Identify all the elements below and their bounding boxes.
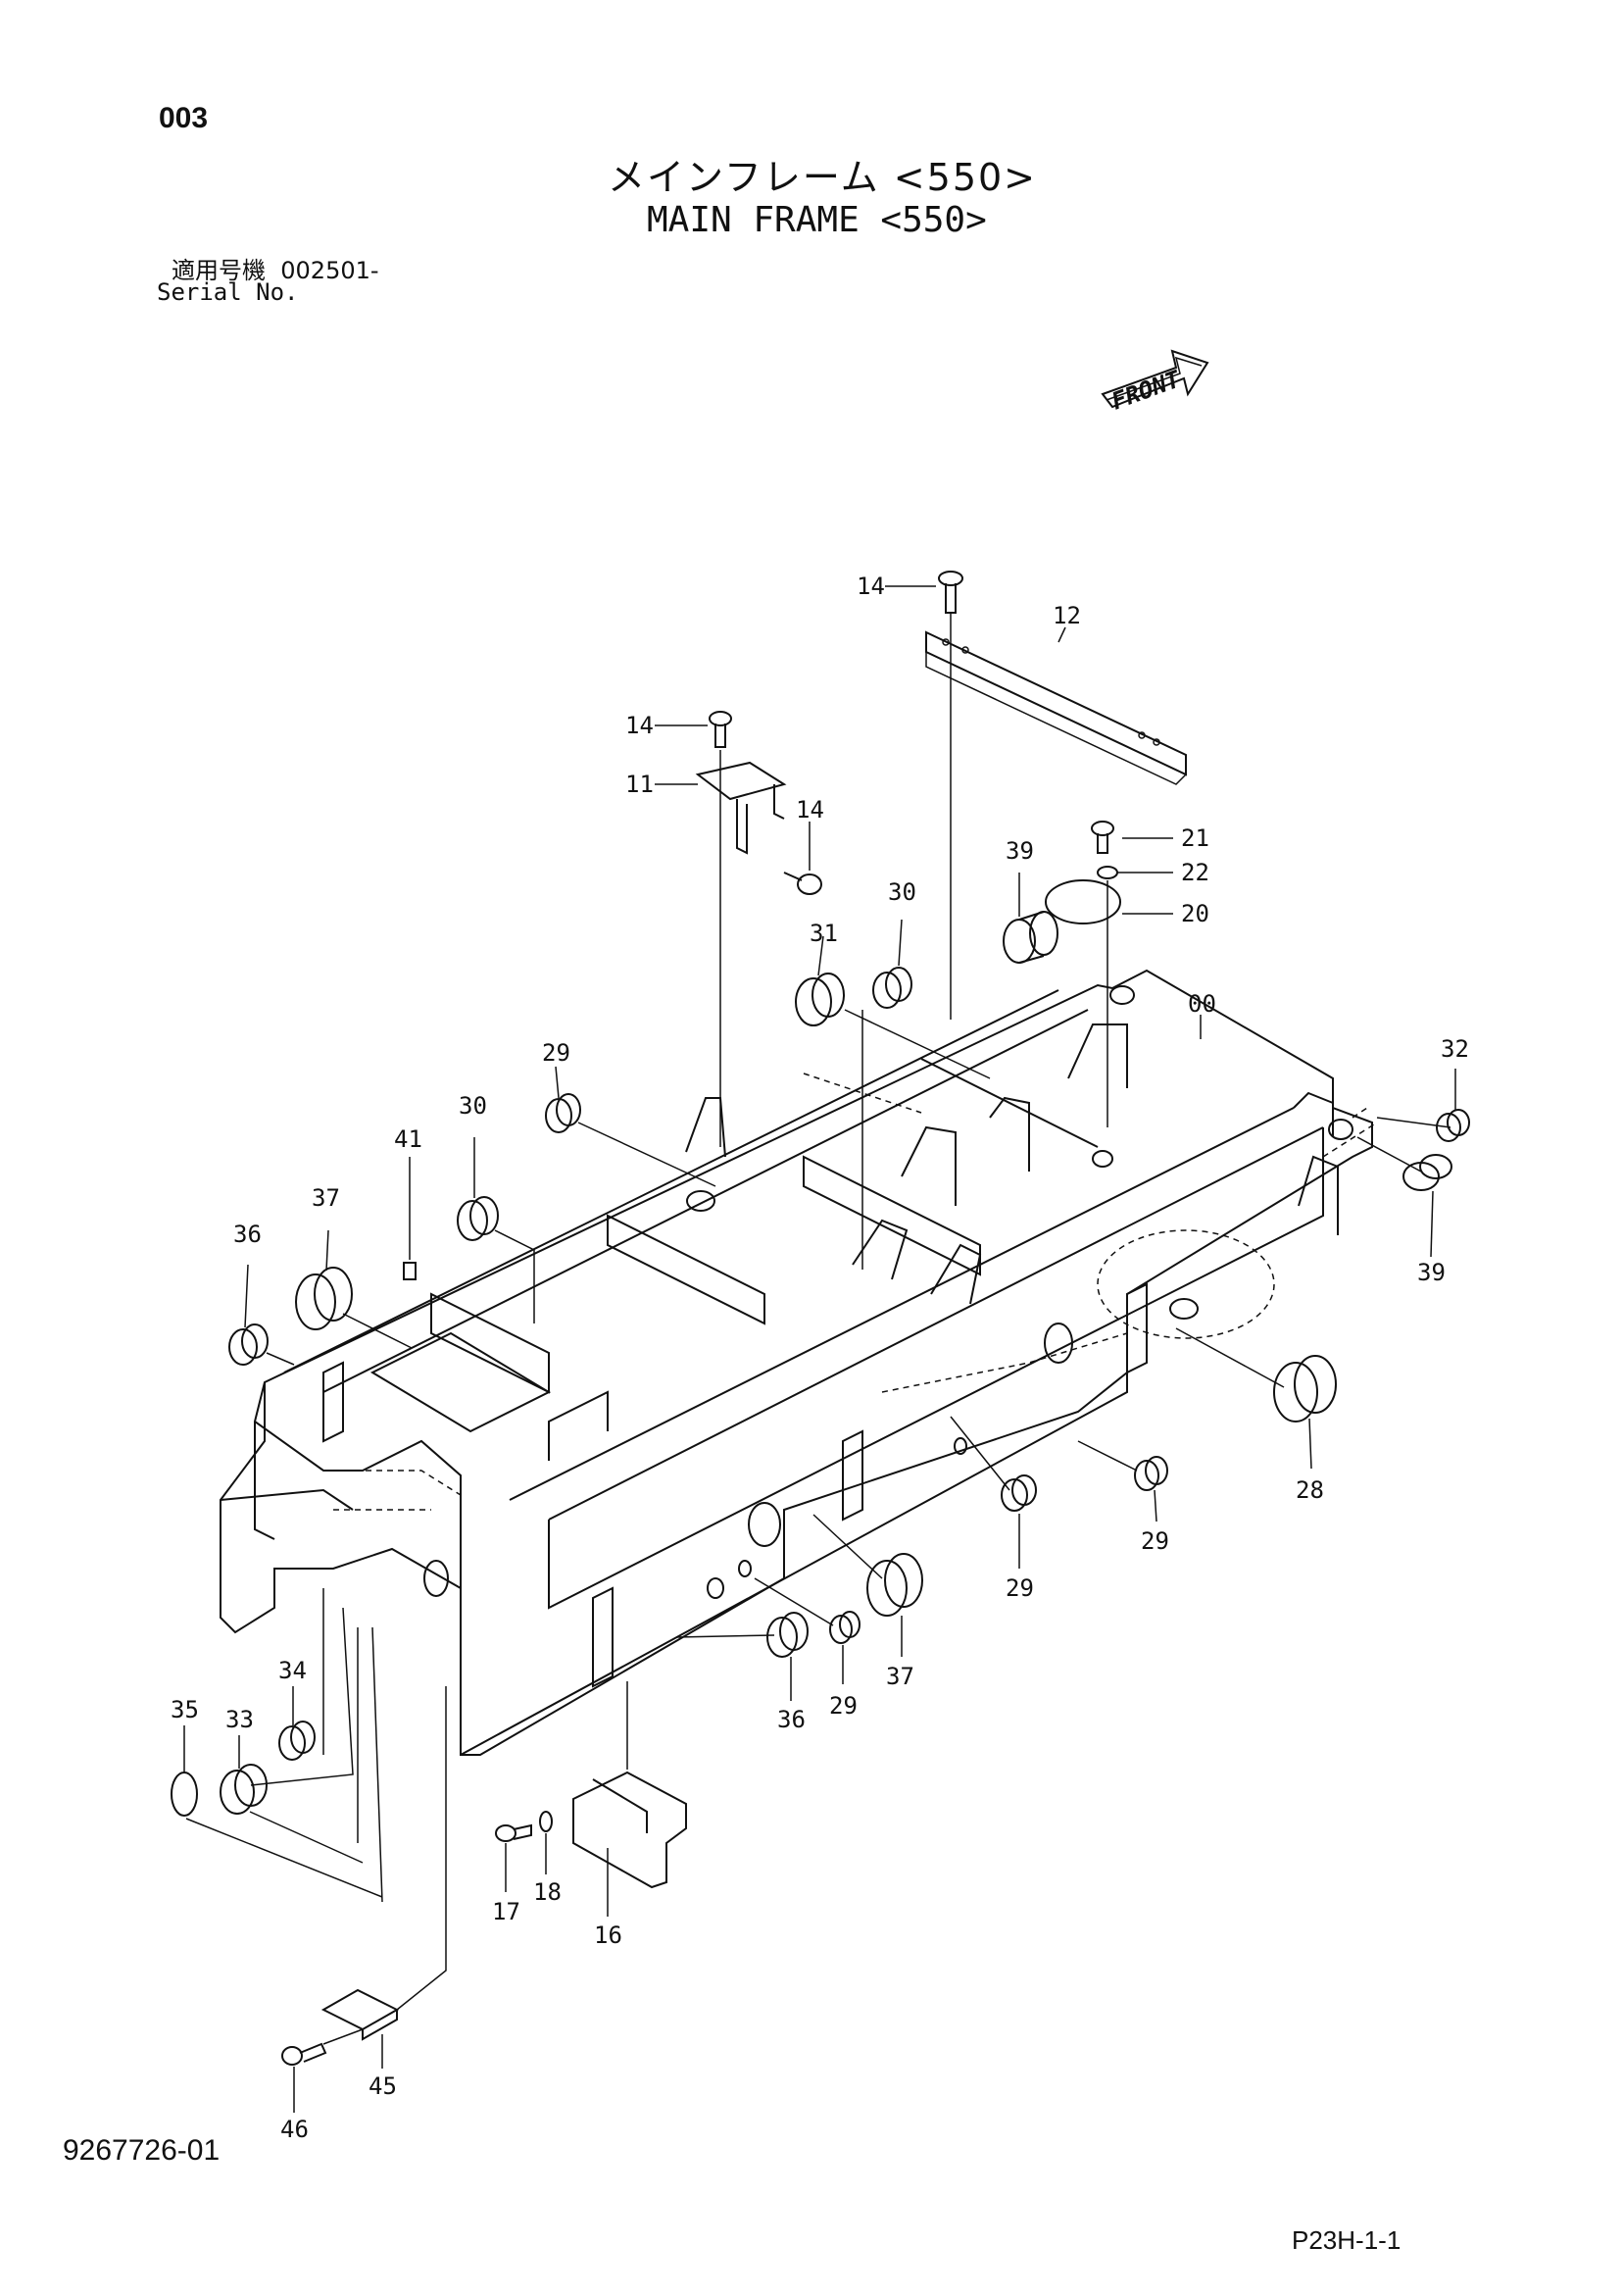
label-part-12: 12 [1053, 602, 1081, 629]
label-part-32: 32 [1441, 1035, 1469, 1063]
part-46-bolt [281, 2042, 327, 2066]
label-part-18: 18 [533, 1878, 562, 1906]
serial-label-japanese: 適用号機 [172, 257, 266, 284]
page-reference: P23H-1-1 [1292, 2225, 1402, 2255]
label-part-37: 37 [312, 1184, 340, 1212]
label-part-28: 28 [1296, 1476, 1324, 1504]
label-part-20: 20 [1181, 900, 1209, 927]
part-14-bolt-side [783, 872, 822, 895]
part-41-plug [403, 1262, 417, 1280]
label-part-34: 34 [278, 1657, 307, 1684]
part-36-shim-right [766, 1612, 809, 1658]
label-part-30: 30 [459, 1092, 487, 1120]
label-part-29: 29 [1141, 1527, 1169, 1555]
leader-lines [183, 585, 1456, 2113]
label-part-29: 29 [1006, 1574, 1034, 1602]
part-34-shim [278, 1721, 316, 1761]
part-28-shim [1273, 1355, 1337, 1423]
part-35-shim [171, 1772, 198, 1817]
part-37-shim-left [295, 1267, 353, 1330]
label-part-37: 37 [886, 1663, 914, 1690]
title-japanese: メインフレーム <550> [608, 156, 1038, 199]
label-part-16: 16 [594, 1922, 622, 1949]
part-39-bushing-right [1402, 1154, 1452, 1191]
label-part-36: 36 [233, 1221, 262, 1248]
part-21-bolt [1091, 821, 1114, 854]
label-part-14: 14 [625, 712, 654, 739]
serial-value: 002501- [280, 257, 379, 284]
label-part-14: 14 [796, 796, 824, 824]
label-part-46: 46 [280, 2116, 309, 2143]
label-part-45: 45 [369, 2072, 397, 2100]
part-11-bracket [695, 761, 787, 855]
label-part-31: 31 [810, 920, 838, 947]
serial-label-english: Serial No. [157, 278, 299, 306]
part-29-shim-a [545, 1093, 581, 1133]
part-17-bolt [495, 1823, 532, 1842]
part-14-bolt-bracket [709, 711, 732, 748]
part-31-shim [795, 973, 845, 1026]
part-30-shim-left [457, 1196, 499, 1241]
drawing-number: 9267726-01 [63, 2134, 221, 2167]
label-part-00: 00 [1188, 990, 1216, 1018]
page-number: 003 [159, 102, 209, 134]
label-part-17: 17 [492, 1898, 520, 1925]
label-part-21: 21 [1181, 824, 1209, 852]
part-20-cover [1045, 879, 1121, 924]
part-12-crossbar [925, 630, 1187, 785]
part-22-washer [1097, 866, 1118, 879]
part-14-bolt-top [938, 571, 963, 614]
label-part-35: 35 [171, 1696, 199, 1723]
part-29-shim-b [1134, 1456, 1168, 1491]
label-part-36: 36 [777, 1706, 806, 1733]
label-part-14: 14 [857, 573, 885, 600]
part-36-shim-left [228, 1323, 269, 1366]
label-part-22: 22 [1181, 859, 1209, 886]
part-18-washer [539, 1811, 553, 1832]
label-part-11: 11 [625, 771, 654, 798]
part-33-shim [220, 1764, 268, 1815]
part-number-labels: 14 12 14 11 14 21 22 20 39 30 31 00 32 2… [171, 573, 1469, 2143]
label-part-39: 39 [1417, 1259, 1446, 1286]
label-part-33: 33 [225, 1706, 254, 1733]
part-39-bushing-top [1003, 911, 1058, 964]
label-part-29: 29 [829, 1692, 858, 1720]
part-16-cover [572, 1771, 687, 1889]
main-frame-body [220, 969, 1378, 1756]
part-32-shim [1436, 1109, 1470, 1142]
label-part-30: 30 [888, 878, 916, 906]
part-30-shim-top [872, 967, 912, 1009]
label-part-29: 29 [542, 1039, 570, 1067]
title-english: MAIN FRAME <550> [647, 200, 987, 240]
label-part-39: 39 [1006, 837, 1034, 865]
serial-applicability: 適用号機 002501- [172, 251, 379, 285]
part-29-shim-d [829, 1611, 861, 1644]
front-label: FRONT [1107, 365, 1185, 416]
front-arrow-icon: FRONT [1101, 349, 1209, 416]
part-37-shim-right [866, 1553, 923, 1617]
part-29-shim-c [1001, 1474, 1037, 1512]
part-45-bracket [320, 1988, 400, 2041]
label-part-41: 41 [394, 1125, 422, 1153]
